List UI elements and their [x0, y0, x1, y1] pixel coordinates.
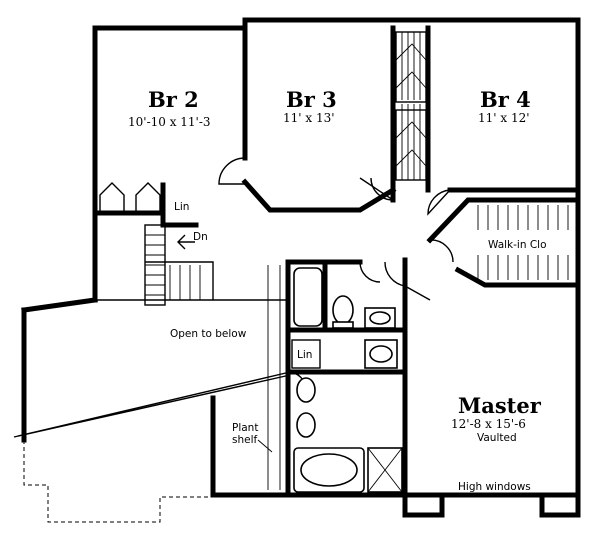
plant-shelf-label: Plant	[232, 422, 258, 434]
toilet-icon	[332, 295, 354, 325]
open-to-below-label: Open to below	[170, 328, 247, 340]
room-dims-br3: 11' x 13'	[283, 111, 335, 125]
room-note-master: Vaulted	[477, 432, 517, 444]
walkin-hatching	[477, 205, 569, 280]
stair-down-label: Dn	[193, 231, 208, 243]
room-name-br4: Br 4	[480, 87, 531, 112]
sink-icon	[369, 345, 393, 363]
bathtub-icon	[300, 453, 358, 487]
linen-closet-label: Lin	[174, 201, 189, 213]
sink-icon	[296, 412, 316, 438]
staircase	[144, 224, 214, 306]
closet-hatching	[401, 32, 421, 180]
room-name-br3: Br 3	[286, 87, 337, 112]
walk-in-closet-label: Walk-in Clo	[488, 239, 547, 251]
room-name-master: Master	[458, 393, 542, 418]
bath-fixtures	[293, 267, 403, 493]
plant-shelf-label: shelf	[232, 434, 258, 446]
doors	[218, 157, 454, 391]
porch-outline	[23, 440, 213, 523]
open-to-below-rail	[13, 299, 291, 438]
room-dims-br4: 11' x 12'	[478, 111, 530, 125]
room-labels: Br 2 10'-10 x 11'-3 Br 3 11' x 13' Br 4 …	[128, 87, 542, 444]
annotation-labels: Lin Lin Dn Walk-in Clo Open to below Pla…	[170, 201, 547, 493]
room-dims-master: 12'-8 x 15'-6	[451, 417, 526, 431]
sink-icon	[369, 311, 391, 325]
exterior-walls	[21, 17, 581, 498]
room-name-br2: Br 2	[148, 87, 199, 112]
closets	[99, 31, 569, 369]
linen-closet-label: Lin	[297, 349, 312, 361]
room-dims-br2: 10'-10 x 11'-3	[128, 115, 211, 129]
bottom-bays	[402, 492, 581, 518]
sink-icon	[296, 377, 316, 403]
high-windows-label: High windows	[458, 481, 531, 493]
plant-shelf	[267, 265, 281, 490]
